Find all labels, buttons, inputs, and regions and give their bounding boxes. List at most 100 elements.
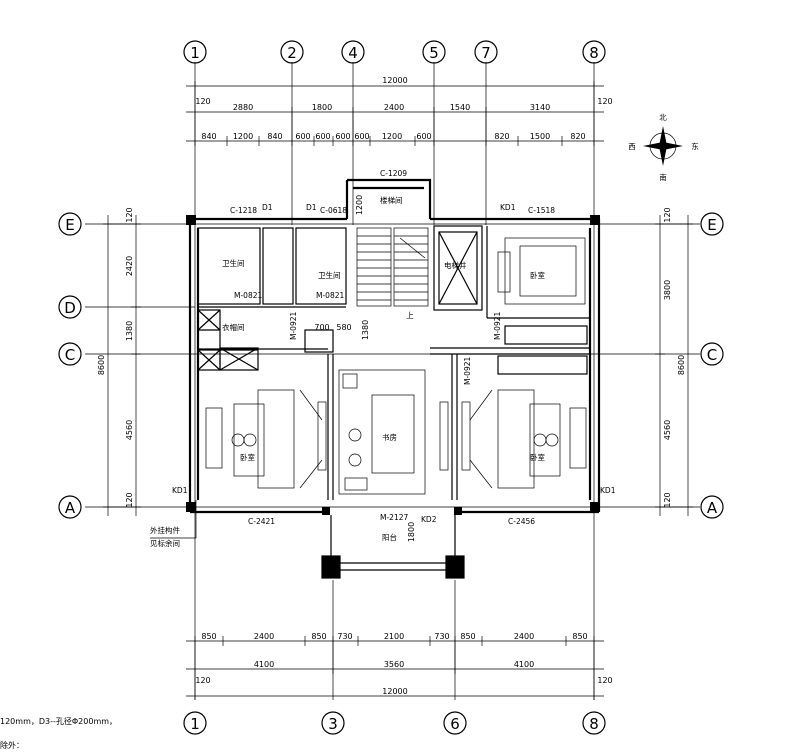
dim-right-total: 8600 — [677, 355, 686, 375]
dim-right-part: 120 — [663, 492, 672, 507]
axis-bottom-label: 1 — [190, 715, 200, 733]
dim-left-part: 1380 — [125, 321, 134, 341]
study-desk — [338, 369, 426, 495]
dim-stair-width: 1200 — [355, 195, 364, 215]
axis-right-label: A — [707, 499, 718, 517]
axis-bottom-label: 3 — [328, 715, 338, 733]
dim-top-r2: 1200 — [233, 132, 253, 141]
dim-bottom-r1: 850 — [311, 632, 326, 641]
hole-label: D1 — [306, 203, 317, 212]
dim-top-r1: 1540 — [450, 103, 470, 112]
axis-grid — [85, 62, 700, 700]
dim-top-r2: 1500 — [530, 132, 550, 141]
door-label: M-2127 — [380, 513, 408, 522]
dim-bottom-r2: 4100 — [254, 660, 274, 669]
axis-left-label: A — [65, 499, 76, 517]
axis-bottom-label: 6 — [450, 715, 460, 733]
axis-markers-right: E C A — [700, 212, 724, 519]
room-label-stairwell: 楼梯间 — [380, 195, 403, 205]
dim-bottom-r1: 730 — [434, 632, 449, 641]
dim-left-total: 8600 — [97, 355, 106, 375]
dim-top-r1: 2880 — [233, 103, 253, 112]
window-label: C-1518 — [528, 206, 555, 215]
bed-top-right — [497, 237, 586, 305]
axis-top-label: 5 — [429, 44, 439, 62]
window-label: C-2421 — [248, 517, 275, 526]
axis-top-label: 7 — [481, 44, 491, 62]
dim-top-r1: 1800 — [312, 103, 332, 112]
dim-top-r2: 820 — [570, 132, 585, 141]
room-label-wardrobe: 衣帽间 — [222, 322, 245, 332]
dim-top-r2: 600 — [416, 132, 431, 141]
tv-stands — [317, 401, 471, 471]
bed-left — [205, 389, 323, 489]
footnote-line-1: 120mm，D3--孔径Φ200mm， — [0, 717, 118, 726]
window-label: C-0618 — [320, 206, 347, 215]
top-dimensions — [186, 81, 604, 146]
dim-stair-misc: 1800 — [407, 522, 416, 542]
dim-top-r2: 840 — [201, 132, 216, 141]
axis-left-label: E — [65, 216, 74, 234]
hole-label: KD2 — [421, 515, 437, 524]
hole-label: KD1 — [172, 486, 188, 495]
hole-label: D1 — [262, 203, 273, 212]
room-label-bedroom-ne: 卧室 — [530, 270, 545, 280]
dim-top-r2: 820 — [494, 132, 509, 141]
dim-bottom-r1: 850 — [460, 632, 475, 641]
room-label-bath-2: 卫生间 — [318, 270, 341, 280]
dim-right-part: 3800 — [663, 280, 672, 300]
axis-right-label: C — [707, 346, 717, 364]
room-label-elevator: 电梯井 — [444, 260, 467, 270]
door-label: M-0921 — [289, 312, 298, 340]
dim-top-r2: 600 — [335, 132, 350, 141]
right-dimensions — [655, 215, 693, 516]
axis-left-label: C — [65, 346, 75, 364]
room-label-study: 书房 — [382, 432, 397, 442]
hole-label: KD1 — [500, 203, 516, 212]
ext-note: 外挂构件 — [150, 525, 180, 535]
footnote-line-2: 除外： — [0, 741, 24, 750]
dim-left-part: 2420 — [125, 256, 134, 276]
balcony — [321, 515, 465, 579]
dim-right-part: 4560 — [663, 420, 672, 440]
room-label-bath-1: 卫生间 — [222, 258, 245, 268]
dim-bottom-r1: 850 — [201, 632, 216, 641]
compass-south: 南 — [659, 172, 667, 182]
dim-bottom-r1: 2400 — [514, 632, 534, 641]
axis-top-label: 4 — [348, 44, 358, 62]
hole-label: KD1 — [600, 486, 616, 495]
window-label: C-1209 — [380, 169, 407, 178]
dim-stair-misc: 1380 — [361, 320, 370, 340]
axis-left-label: D — [64, 299, 76, 317]
axis-markers-top: 1 2 4 5 7 8 — [183, 40, 606, 64]
dim-top-edge: 120 — [195, 97, 210, 106]
door-label: M-0921 — [493, 312, 502, 340]
door-label: M-0821 — [316, 291, 344, 300]
dim-top-r1: 2400 — [384, 103, 404, 112]
dim-top-r2: 840 — [267, 132, 282, 141]
dim-top-r2: 600 — [354, 132, 369, 141]
dim-top-r1: 3140 — [530, 103, 550, 112]
interior-walls — [197, 225, 590, 500]
compass-east: 东 — [691, 141, 699, 151]
room-label-balcony: 阳台 — [382, 532, 397, 542]
dim-left-part: 120 — [125, 492, 134, 507]
stair-up-label: 上 — [406, 311, 414, 320]
dim-bottom-r1: 850 — [572, 632, 587, 641]
dim-right-part: 120 — [663, 207, 672, 222]
axis-top-label: 2 — [287, 44, 297, 62]
compass: 北 南 东 西 — [628, 113, 699, 182]
door-label: M-0921 — [463, 357, 472, 385]
axis-markers-left: E D C A — [58, 212, 82, 519]
dim-bottom-r1: 2100 — [384, 632, 404, 641]
axis-top-label: 8 — [589, 44, 599, 62]
dim-bottom-total: 12000 — [382, 687, 407, 696]
dim-bottom-r1: 2400 — [254, 632, 274, 641]
dim-left-part: 120 — [125, 207, 134, 222]
dim-top-edge-right: 120 — [597, 97, 612, 106]
axis-top-label: 1 — [190, 44, 200, 62]
compass-north: 北 — [659, 113, 667, 122]
dim-bottom-edge: 120 — [195, 676, 210, 685]
bottom-dimensions — [186, 636, 604, 700]
